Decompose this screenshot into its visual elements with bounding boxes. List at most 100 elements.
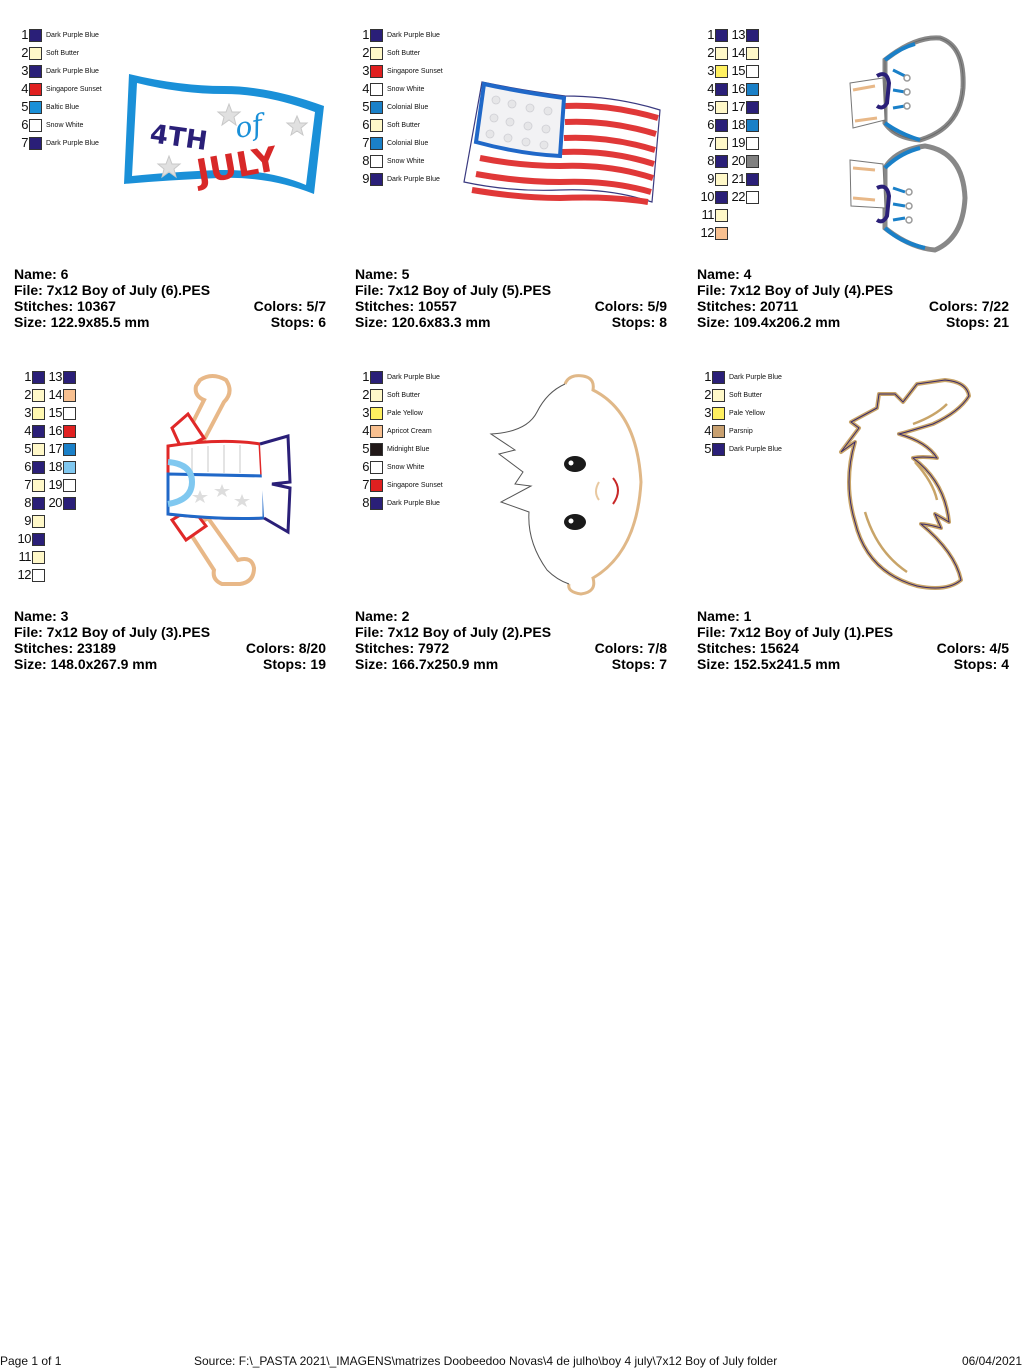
color-swatch xyxy=(370,136,383,150)
color-swatch xyxy=(712,388,725,402)
color-index: 11 xyxy=(18,549,32,564)
color-index: 6 xyxy=(24,459,31,474)
color-swatch xyxy=(63,496,76,510)
color-index: 10 xyxy=(700,189,715,204)
design-info: Name: 2 File: 7x12 Boy of July (2).PES S… xyxy=(355,608,667,672)
page-number: Page 1 of 1 xyxy=(0,1354,62,1368)
color-name: Snow White xyxy=(387,85,425,93)
boy-face-icon xyxy=(489,374,643,596)
color-name: Snow White xyxy=(46,121,84,129)
color-index: 3 xyxy=(707,63,714,78)
design-preview-boy-face xyxy=(487,372,667,602)
color-index: 2 xyxy=(707,45,714,60)
4th-of-july-patch-icon: 4TH of JULY xyxy=(124,74,324,194)
color-name: Dark Purple Blue xyxy=(387,499,440,507)
color-swatch xyxy=(715,154,728,168)
color-index: 19 xyxy=(48,477,63,492)
design-colors: Colors: 5/9 xyxy=(594,298,667,314)
color-index: 5 xyxy=(362,99,369,114)
color-swatch xyxy=(712,442,725,456)
color-index: 3 xyxy=(21,63,28,78)
design-info: Name: 5 File: 7x12 Boy of July (5).PES S… xyxy=(355,266,667,330)
color-swatch xyxy=(715,64,728,78)
color-index: 1 xyxy=(704,369,711,384)
print-date: 06/04/2021 xyxy=(961,1354,1022,1368)
legend-row: 3 15 xyxy=(14,404,76,422)
design-file: File: 7x12 Boy of July (3).PES xyxy=(14,624,211,640)
design-stops: Stops: 6 xyxy=(270,314,326,330)
color-name: Baltic Blue xyxy=(46,103,80,111)
color-index: 3 xyxy=(24,405,31,420)
color-index: 9 xyxy=(24,513,31,528)
color-name: Dark Purple Blue xyxy=(387,31,440,39)
color-index: 20 xyxy=(48,495,63,510)
color-swatch xyxy=(370,442,383,456)
color-swatch xyxy=(746,190,759,204)
color-swatch xyxy=(715,118,728,132)
design-stitches: Stitches: 15624 xyxy=(697,640,799,656)
shirt-with-arms-icon xyxy=(166,374,292,586)
color-name: Soft Butter xyxy=(46,49,80,57)
design-size: Size: 166.7x250.9 mm xyxy=(355,656,499,672)
design-file: File: 7x12 Boy of July (6).PES xyxy=(14,282,211,298)
color-swatch xyxy=(746,118,759,132)
color-name: Dark Purple Blue xyxy=(729,445,782,453)
color-index: 9 xyxy=(362,171,369,186)
color-swatch xyxy=(370,82,383,96)
color-index: 7 xyxy=(21,135,28,150)
design-stitches: Stitches: 7972 xyxy=(355,640,450,656)
color-index: 16 xyxy=(48,423,63,438)
color-index: 4 xyxy=(707,81,714,96)
color-index: 17 xyxy=(731,99,746,114)
color-swatch xyxy=(715,172,728,186)
color-swatch xyxy=(370,460,383,474)
color-index: 17 xyxy=(48,441,63,456)
design-stops: Stops: 19 xyxy=(262,656,326,672)
color-name: Singapore Sunset xyxy=(387,481,443,489)
color-swatch xyxy=(370,496,383,510)
color-swatch xyxy=(29,136,42,150)
color-name: Pale Yellow xyxy=(729,409,765,417)
design-stitches: Stitches: 10557 xyxy=(355,298,457,314)
hair-icon xyxy=(839,378,971,590)
color-name: Soft Butter xyxy=(387,121,421,129)
color-swatch xyxy=(32,442,45,456)
color-swatch xyxy=(32,568,45,582)
sneakers-icon xyxy=(849,35,968,253)
color-swatch xyxy=(32,406,45,420)
color-index: 19 xyxy=(731,135,746,150)
color-index: 7 xyxy=(362,477,369,492)
color-index: 12 xyxy=(17,567,32,582)
design-colors: Colors: 4/5 xyxy=(936,640,1009,656)
design-stitches: Stitches: 10367 xyxy=(14,298,116,314)
color-swatch xyxy=(715,208,728,222)
color-index: 15 xyxy=(48,405,63,420)
color-swatch xyxy=(715,46,728,60)
design-colors: Colors: 7/22 xyxy=(928,298,1009,314)
color-swatch xyxy=(746,136,759,150)
color-name: Midnight Blue xyxy=(387,445,430,453)
design-preview-american-flag xyxy=(460,70,670,210)
color-swatch xyxy=(29,28,42,42)
color-name: Dark Purple Blue xyxy=(729,373,782,381)
design-stitches: Stitches: 20711 xyxy=(697,298,799,314)
color-index: 4 xyxy=(362,423,369,438)
